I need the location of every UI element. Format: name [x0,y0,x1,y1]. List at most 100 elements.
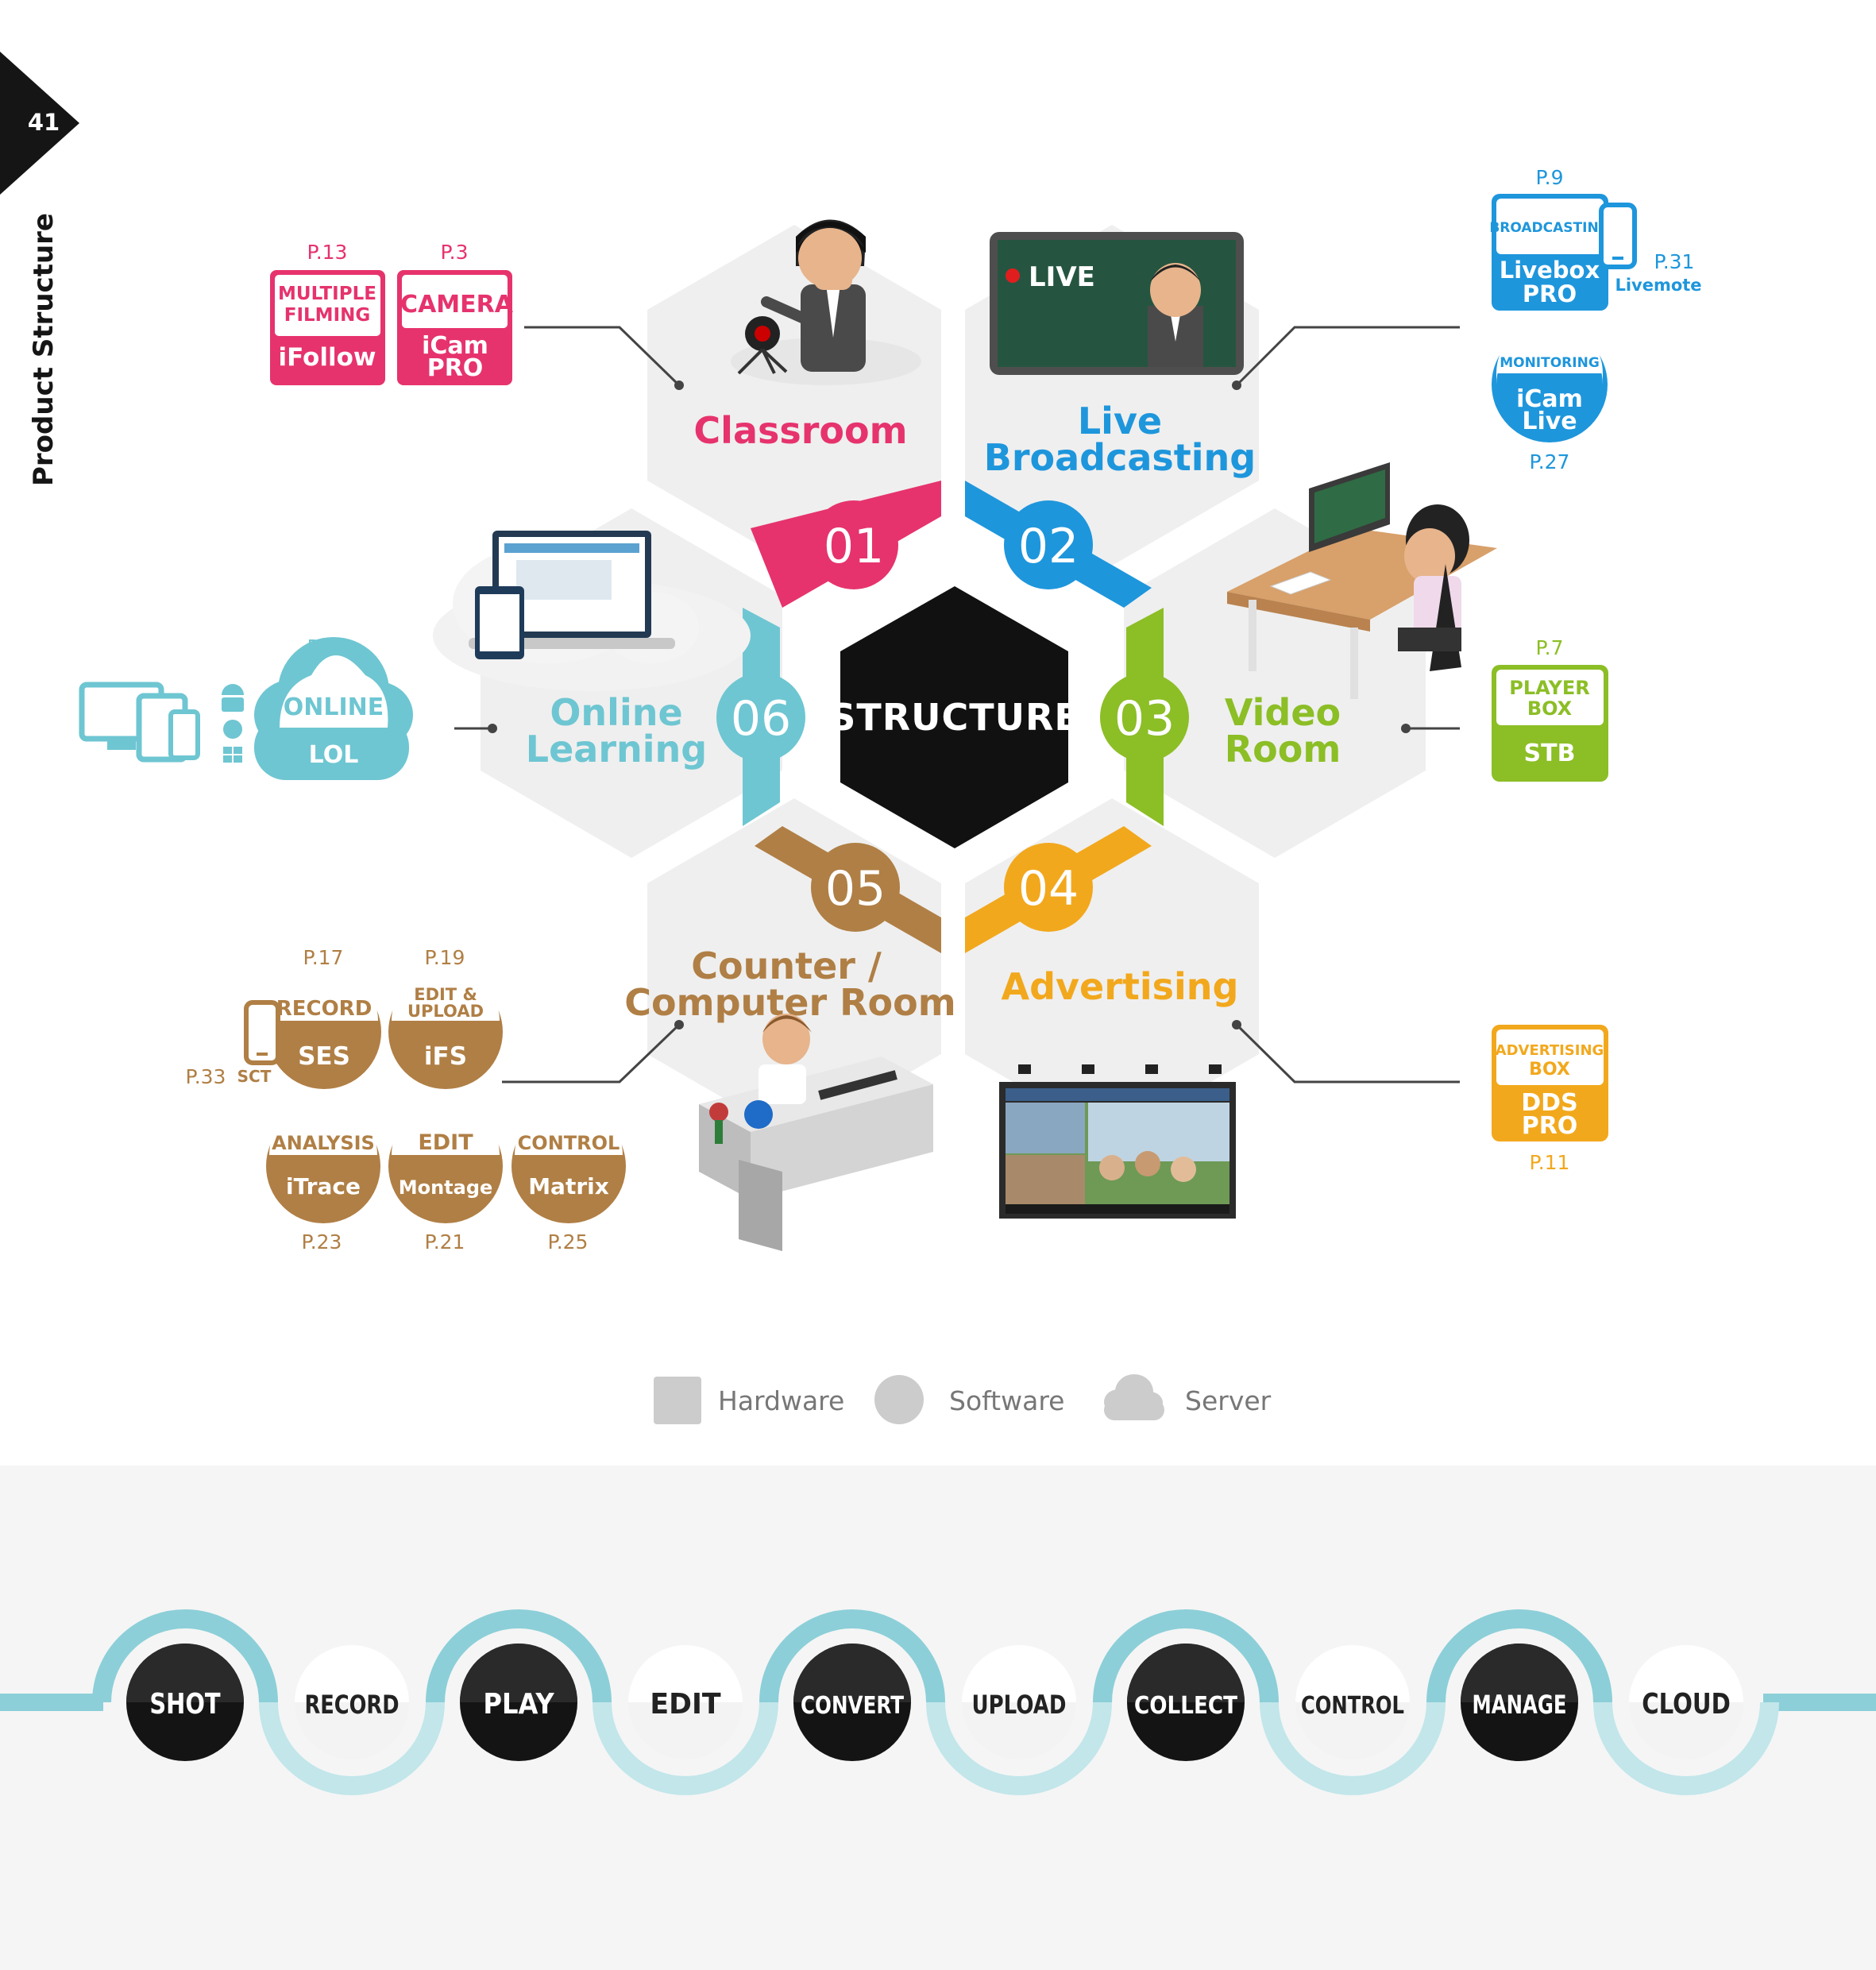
product-lol[interactable]: P.37 ONLINE LOL [254,635,413,780]
connector-broadcasting [1235,326,1460,387]
svg-text:P.33: P.33 [186,1065,226,1088]
phone-icon [1599,203,1637,269]
flow-step-highlight [962,1645,1076,1702]
legend-software-label: Software [949,1385,1064,1416]
connector-advertising [1235,1023,1460,1084]
flow-step-shot: SHOT [126,1644,244,1761]
wave-arc [426,1609,612,1703]
wave-arcs [92,1609,1779,1795]
svg-text:P.25: P.25 [548,1230,589,1253]
product-icam-pro[interactable]: P.3 CAMERA iCam PRO [397,241,514,385]
android-icon [222,684,244,712]
number-badge-02: 02 [1004,500,1093,589]
title-broadcasting-2: Broadcasting [984,436,1256,479]
svg-text:EDIT: EDIT [418,1130,473,1155]
svg-text:PRO: PRO [427,354,484,382]
product-livemote[interactable]: P.31 Livemote [1599,203,1702,295]
title-broadcasting-1: Live [1078,400,1162,442]
svg-text:BOX: BOX [1527,697,1573,720]
online-learning-illustration [433,531,751,691]
product-ifs[interactable]: P.19 EDIT & UPLOAD iFS [388,946,503,1089]
svg-text:DDS: DDS [1521,1089,1577,1117]
number-badge-04: 04 [1004,843,1093,932]
svg-text:iFollow: iFollow [278,343,376,372]
product-stb[interactable]: P.7 PLAYER BOX STB [1492,636,1608,782]
flow-step-manage: MANAGE [1461,1644,1578,1761]
svg-text:PRO: PRO [1522,1112,1578,1140]
flow-step-highlight [295,1645,409,1702]
number-badges: 01 02 03 04 05 06 [716,500,1189,932]
flow-step-highlight [460,1644,577,1702]
svg-text:P.13: P.13 [307,241,348,264]
svg-text:Live: Live [1522,408,1577,435]
wave-arc [92,1609,278,1703]
svg-text:MULTIPLE: MULTIPLE [278,284,376,304]
svg-text:01: 01 [824,519,884,574]
svg-text:PRO: PRO [1523,280,1577,307]
title-video-1: Video [1225,691,1341,734]
svg-text:FILMING: FILMING [284,305,371,326]
wave-arc [1093,1609,1279,1703]
svg-text:iTrace: iTrace [286,1173,361,1199]
section-title: Product Structure [28,213,60,486]
flow-step-highlight [1629,1645,1743,1702]
legend-hardware-swatch [654,1377,701,1424]
counter-illustration [699,1014,933,1251]
center-label: STRUCTURE [829,696,1080,739]
wave-arc [1260,1702,1446,1795]
svg-text:03: 03 [1114,691,1175,747]
wave-arc [593,1702,778,1795]
product-ses[interactable]: P.17 RECORD SES [267,946,381,1089]
title-video-2: Room [1225,728,1341,771]
svg-text:P.3: P.3 [440,241,468,264]
product-icam-live[interactable]: MONITORING iCam Live P.27 [1492,320,1608,473]
legend-software-swatch [874,1375,924,1424]
svg-text:iCam: iCam [422,332,488,360]
mobile-icon [168,709,200,760]
svg-text:CONTROL: CONTROL [518,1132,620,1154]
connector-classroom [524,326,681,387]
windows-icon [223,747,242,763]
billboard-illustration [999,1064,1236,1219]
flow-step-label: COLLECT [1134,1692,1237,1720]
flow-step-label: CONVERT [801,1692,904,1720]
number-badge-06: 06 [716,673,805,762]
flow-step-upload: UPLOAD [962,1645,1076,1759]
flow-step-label: PLAY [483,1688,554,1721]
product-livebox-pro[interactable]: P.9 BROADCASTING Livebox PRO [1489,166,1610,311]
svg-text:iFS: iFS [424,1042,467,1071]
segment-titles: Classroom Live Broadcasting Video Room A… [526,400,1341,1024]
svg-text:06: 06 [731,691,791,747]
product-montage[interactable]: EDIT Montage P.21 [388,1101,503,1253]
svg-text:P.31: P.31 [1654,250,1695,273]
product-ifollow[interactable]: P.13 MULTIPLE FILMING iFollow [270,241,385,385]
apple-icon [223,720,242,739]
svg-text:P.27: P.27 [1530,450,1570,473]
flow-step-label: RECORD [304,1690,399,1720]
flow-step-highlight [1461,1644,1578,1702]
wave-arc [759,1609,945,1703]
flow-step-label: CONTROL [1301,1692,1404,1720]
svg-text:EDIT &: EDIT & [414,985,477,1004]
teacher-illustration [731,219,921,385]
flow-step-record: RECORD [295,1645,409,1759]
wave-arc [926,1702,1112,1795]
title-online-2: Learning [526,728,707,771]
svg-text:BOX: BOX [1529,1060,1570,1080]
flow-step-label: SHOT [149,1688,221,1721]
svg-text:ANALYSIS: ANALYSIS [272,1132,375,1154]
title-online-1: Online [550,691,682,734]
svg-text:UPLOAD: UPLOAD [407,1002,484,1021]
product-itrace[interactable]: ANALYSIS iTrace P.23 [266,1101,380,1253]
svg-text:LOL: LOL [309,741,359,769]
product-sct[interactable]: P.33 SCT [186,1000,280,1088]
product-dds-pro[interactable]: ADVERTISING BOX DDS PRO P.11 [1492,1025,1608,1174]
legend-server-swatch [1104,1374,1164,1420]
svg-text:P.11: P.11 [1530,1151,1570,1174]
svg-text:CAMERA: CAMERA [400,291,514,319]
svg-text:STB: STB [1524,740,1576,767]
number-badge-05: 05 [811,843,900,932]
legend-server-label: Server [1185,1385,1272,1416]
product-matrix[interactable]: CONTROL Matrix P.25 [511,1101,626,1253]
